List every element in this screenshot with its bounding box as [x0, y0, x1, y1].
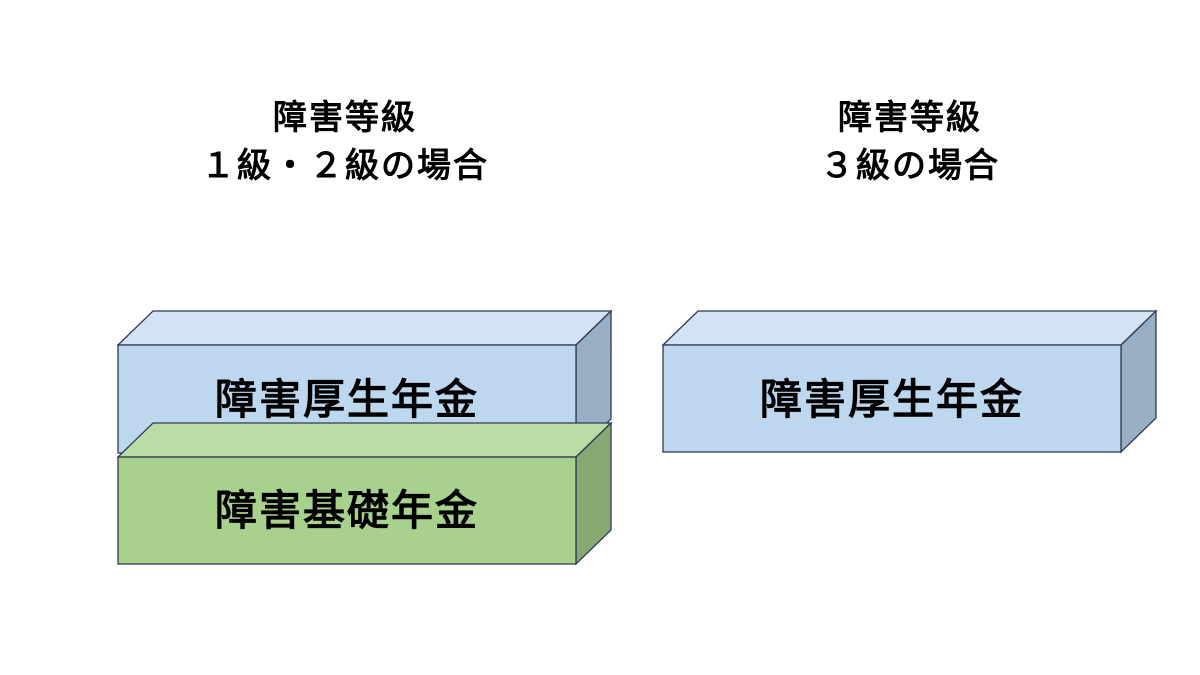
left-kosei-label: 障害厚生年金	[215, 375, 479, 424]
left-heading-line1: 障害等級	[273, 98, 417, 138]
right-heading-line2: ３級の場合	[820, 146, 1000, 186]
left-heading-line2: １級・２級の場合	[201, 146, 489, 186]
right-kosei-block: 障害厚生年金	[661, 309, 1158, 454]
right-kosei-label: 障害厚生年金	[760, 375, 1024, 424]
left-kiso-front-face	[117, 456, 577, 565]
right-kosei-front-face	[662, 344, 1122, 453]
left-heading: 障害等級 １級・２級の場合	[150, 94, 540, 190]
left-kosei-top-face	[116, 310, 613, 346]
right-kosei-top-face	[661, 310, 1158, 346]
left-kiso-top-face	[116, 422, 613, 458]
right-heading: 障害等級 ３級の場合	[715, 94, 1105, 190]
left-kiso-label: 障害基礎年金	[215, 486, 479, 535]
left-kiso-block: 障害基礎年金	[116, 421, 613, 566]
right-heading-line1: 障害等級	[838, 98, 982, 138]
